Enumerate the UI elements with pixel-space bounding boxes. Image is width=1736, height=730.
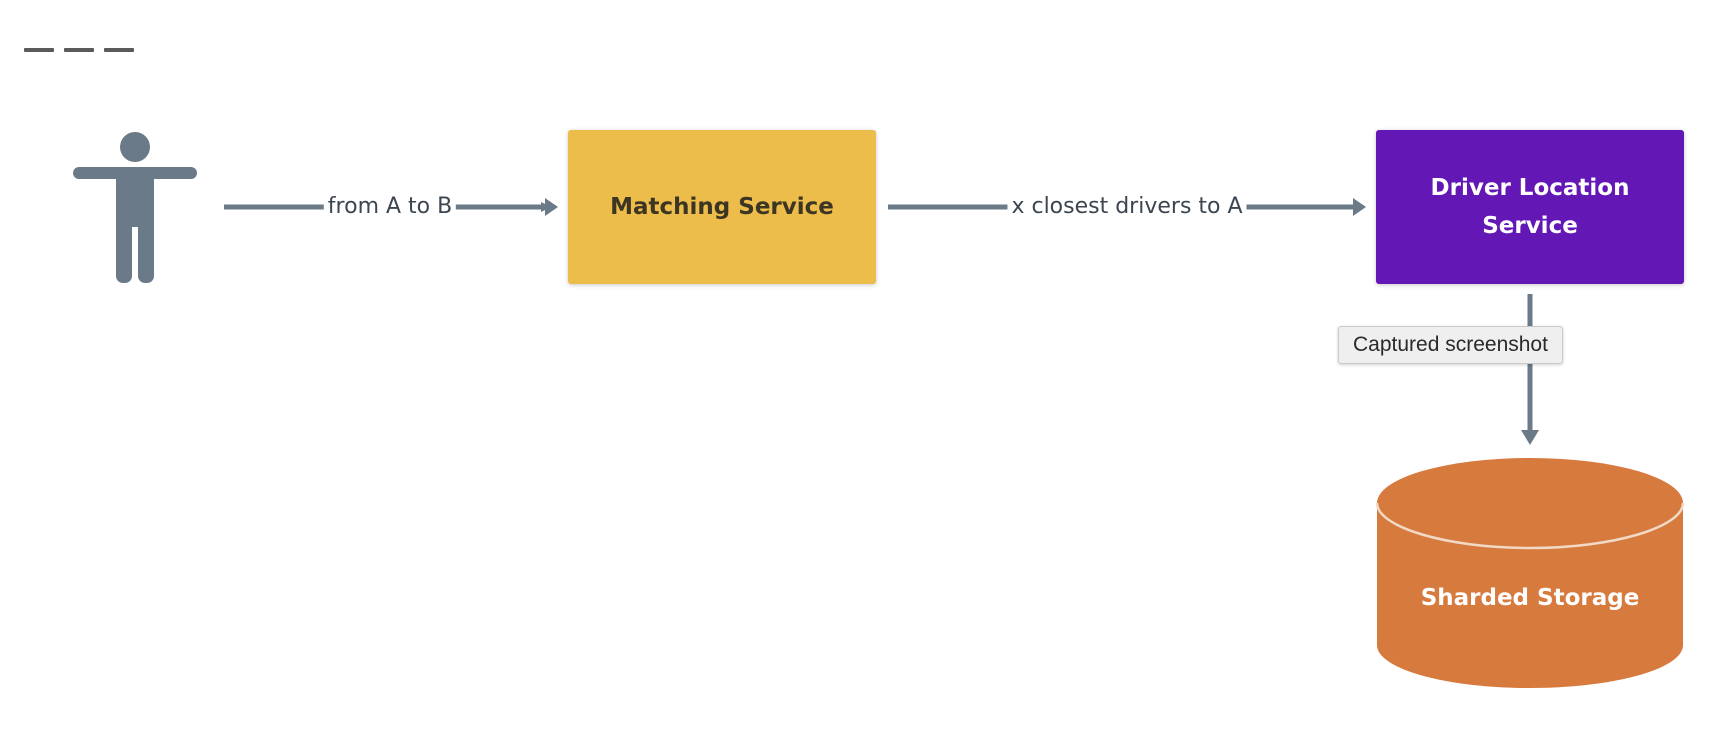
user-actor[interactable] <box>70 130 200 285</box>
matching-service-node[interactable]: Matching Service <box>568 130 876 284</box>
minimize-dash-3[interactable] <box>104 48 134 52</box>
edge-driver-to-storage <box>1521 294 1539 445</box>
person-icon <box>73 132 197 283</box>
database-cylinder-icon <box>1375 458 1685 688</box>
captured-screenshot-tooltip: Captured screenshot <box>1338 326 1563 364</box>
matching-service-label: Matching Service <box>610 194 834 220</box>
minimize-dash-1[interactable] <box>24 48 54 52</box>
edge-label-from-a-to-b: from A to B <box>323 194 457 220</box>
sharded-storage-node[interactable]: Sharded Storage <box>1374 455 1686 690</box>
driver-location-service-node[interactable]: Driver Location Service <box>1376 130 1684 284</box>
edge-label-closest-drivers: x closest drivers to A <box>1007 194 1247 220</box>
minimize-dash-2[interactable] <box>64 48 94 52</box>
driver-location-service-label: Driver Location Service <box>1430 175 1630 239</box>
sharded-storage-label: Sharded Storage <box>1420 585 1640 611</box>
